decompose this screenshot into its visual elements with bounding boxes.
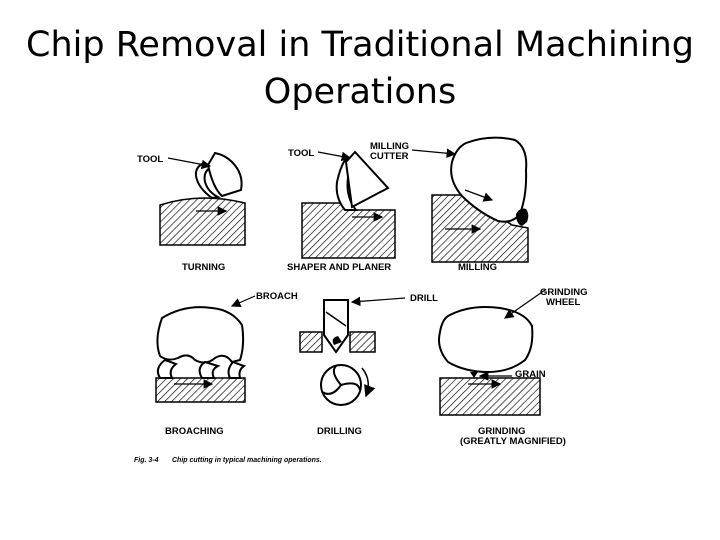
grinding-illustration <box>438 289 546 416</box>
broach-pointer <box>230 295 256 308</box>
milling-cutter <box>450 136 528 223</box>
grinding-workpiece <box>439 377 541 416</box>
drill-pointer <box>350 296 406 307</box>
drill-workpiece-left <box>299 331 323 353</box>
turning-illustration <box>159 151 246 246</box>
turning-tool-pointer <box>167 157 212 170</box>
grinding-wheel <box>438 306 534 374</box>
figure-caption-number: Fig. 3-4 <box>134 457 159 464</box>
slide-title-line-1: Chip Removal in Traditional Machining <box>26 25 694 65</box>
milling-illustration <box>431 136 529 263</box>
label-broaching: BROACHING <box>165 426 224 437</box>
turning-tool <box>206 151 243 198</box>
label-grinding-wheel-1: GRINDING <box>540 287 588 298</box>
broach-tool <box>156 306 245 364</box>
label-tool-shaper: TOOL <box>288 148 314 159</box>
label-milling: MILLING <box>458 262 497 273</box>
label-tool-turning: TOOL <box>137 154 163 165</box>
label-broach: BROACH <box>256 291 298 302</box>
drilling-illustration <box>299 296 406 406</box>
broach-chip-3 <box>227 360 247 379</box>
slide-title-line-2: Operations <box>263 72 457 112</box>
slide-title: Chip Removal in Traditional Machining Op… <box>0 22 720 116</box>
shaper-cutter-pointer <box>411 148 457 159</box>
turning-workpiece <box>159 197 246 246</box>
label-milling-cutter-1: MILLING <box>370 141 409 152</box>
label-drill: DRILL <box>410 293 438 304</box>
label-grinding-wheel-2: WHEEL <box>546 297 581 308</box>
broach-chip-1 <box>156 358 179 379</box>
milling-chip <box>516 208 529 226</box>
label-turning: TURNING <box>182 262 225 273</box>
label-milling-cutter-2: CUTTER <box>370 151 409 162</box>
figure-caption-text: Chip cutting in typical machining operat… <box>172 457 322 464</box>
drill-rotation-arrow <box>361 367 376 398</box>
grinding-wheel-pointer <box>504 289 546 319</box>
shaper-tool-pointer <box>317 151 352 162</box>
label-shaper-and-planer: SHAPER AND PLANER <box>287 262 391 273</box>
label-grain: GRAIN <box>515 369 546 380</box>
shaper-workpiece <box>301 202 396 259</box>
grinding-grain <box>470 372 478 378</box>
broach-workpiece <box>155 377 246 403</box>
shaper-illustration <box>301 148 457 259</box>
drill-workpiece-right <box>349 331 376 353</box>
milling-chip-arrow <box>464 189 494 202</box>
label-drilling: DRILLING <box>317 426 362 437</box>
label-grinding-1: GRINDING <box>478 426 526 437</box>
broach-chip-2 <box>198 360 221 379</box>
drill-chip <box>332 336 342 345</box>
drill-bit <box>323 299 349 354</box>
broaching-illustration <box>155 295 256 403</box>
label-grinding-2: (GREATLY MAGNIFIED) <box>460 436 566 447</box>
